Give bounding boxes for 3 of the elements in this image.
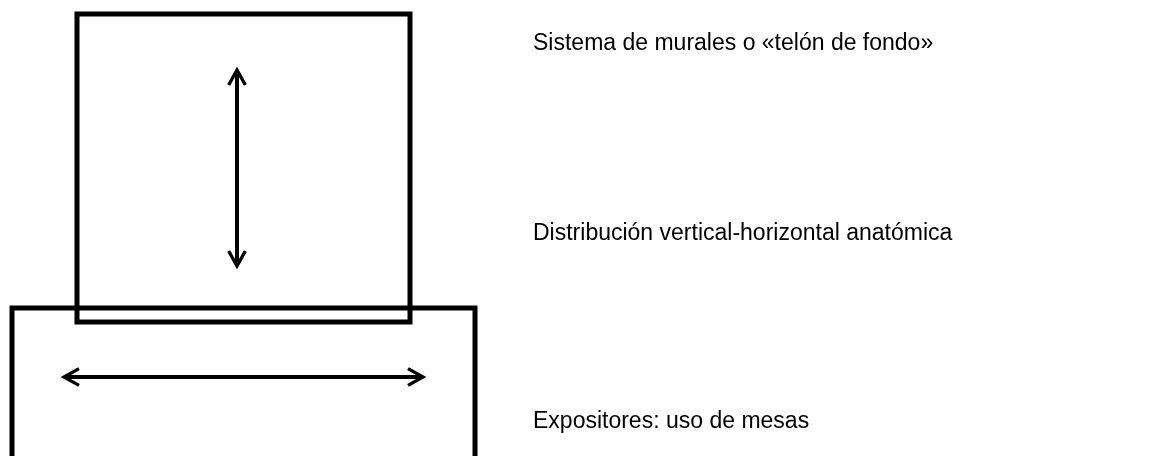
side-label: Expositores: uso de mesas — [533, 406, 810, 434]
side-label: Distribución vertical-horizontal anatómica — [533, 218, 953, 246]
side-label: Sistema de murales o «telón de fondo» — [533, 28, 934, 56]
